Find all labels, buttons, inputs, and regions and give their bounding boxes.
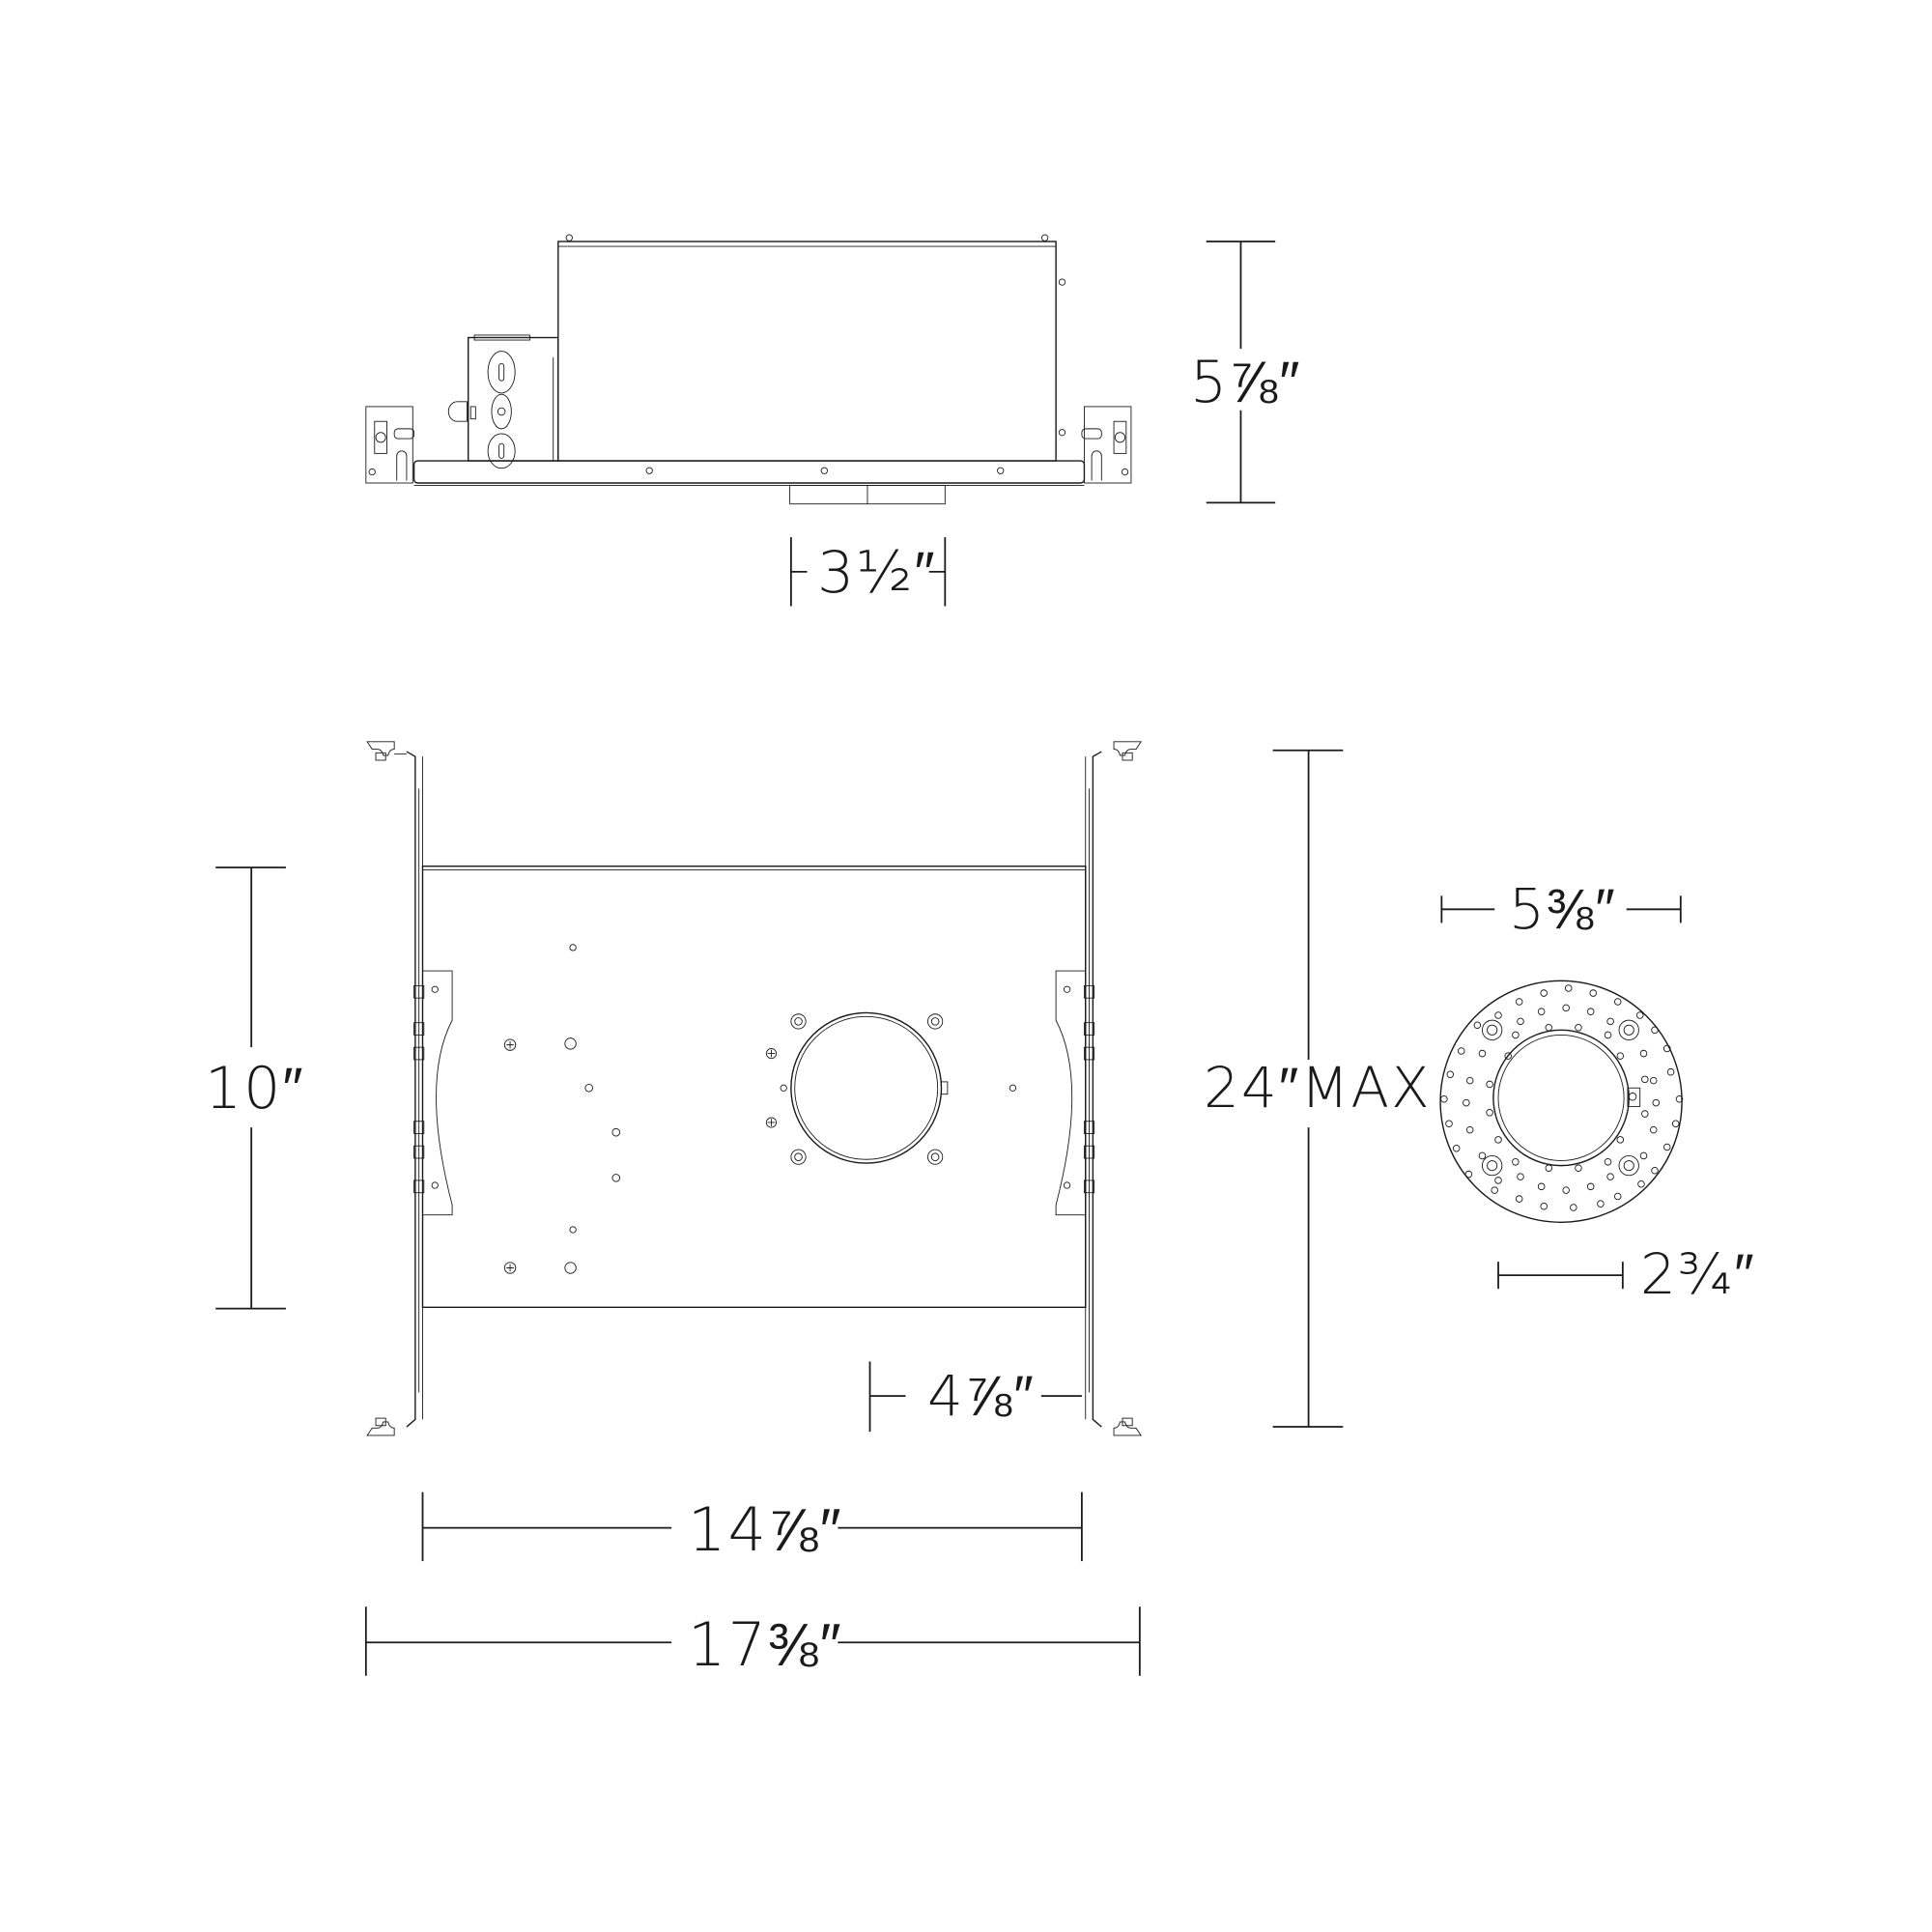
label-trim-aperture: 2¾″ (1640, 1241, 1756, 1307)
label-plan-depth: 10″ (205, 1055, 305, 1122)
trim-perforations (1440, 984, 1684, 1211)
dim-overall-width (364, 1606, 1141, 1676)
dim-aperture-offset (868, 1361, 1082, 1433)
trim-view (1439, 980, 1684, 1224)
dim-frame-width (421, 1492, 1083, 1562)
label-frame-width: 14⅞″ (688, 1494, 843, 1565)
label-overall-width: 17⅜″ (688, 1609, 843, 1680)
label-aperture-offset: 4⅞″ (927, 1363, 1036, 1429)
dim-side-height (1206, 241, 1276, 504)
label-max-span: 24″MAX (1204, 1055, 1432, 1121)
dim-max-span (1272, 749, 1344, 1428)
label-side-height: 5⅞″ (1190, 349, 1302, 416)
label-aperture-drop: 3½″ (817, 539, 937, 607)
dim-aperture-drop (789, 537, 947, 607)
top-plan-view (366, 741, 1142, 1436)
dim-trim-aperture (1497, 1262, 1624, 1290)
dim-trim-outer (1440, 895, 1682, 923)
label-trim-outer: 5⅜″ (1509, 876, 1617, 942)
side-elevation-view (365, 234, 1132, 505)
dim-plan-depth (215, 867, 286, 1310)
